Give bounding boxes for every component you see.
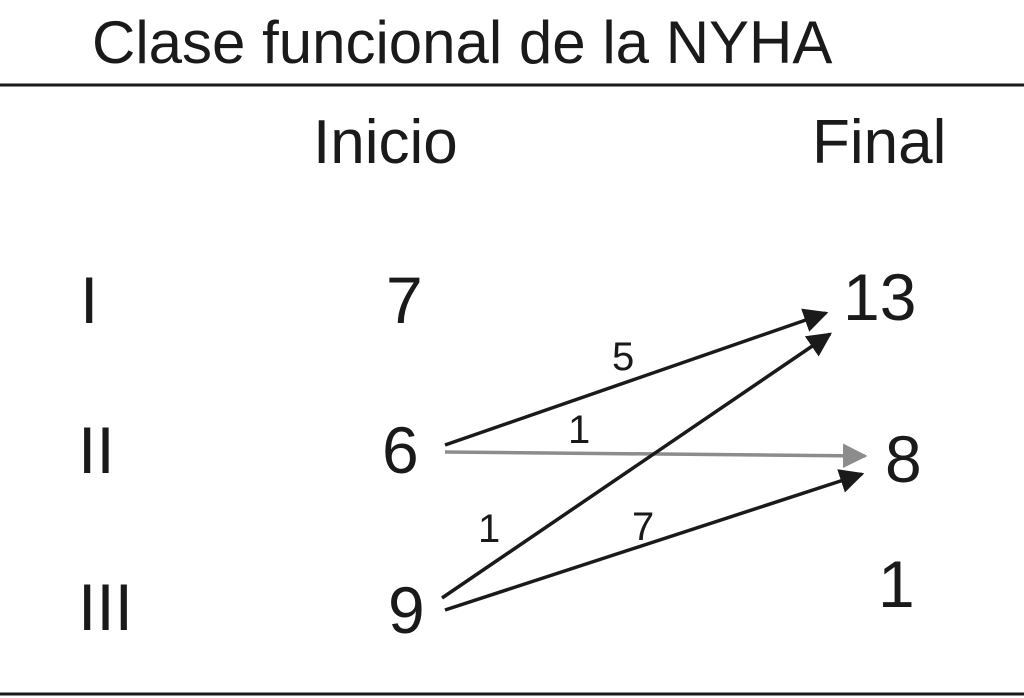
column-header-end: Final xyxy=(812,108,946,177)
transition-arrow xyxy=(444,308,829,447)
row-class-label: III xyxy=(78,570,133,644)
row-class-label: II xyxy=(78,413,115,487)
column-header-start: Inicio xyxy=(313,108,458,177)
start-count: 9 xyxy=(388,573,425,647)
start-count: 6 xyxy=(382,413,419,487)
transition-arrow xyxy=(441,332,833,600)
end-count: 8 xyxy=(885,422,922,496)
transition-count: 5 xyxy=(612,335,634,379)
end-count: 13 xyxy=(843,260,916,334)
row-class-label: I xyxy=(80,263,98,337)
transition-count: 7 xyxy=(632,505,654,549)
transition-arrow xyxy=(444,469,865,612)
transition-count: 1 xyxy=(478,507,500,551)
end-count: 1 xyxy=(878,547,915,621)
transition-count: 1 xyxy=(568,408,590,452)
start-count: 7 xyxy=(386,263,423,337)
diagram-title: Clase funcional de la NYHA xyxy=(92,9,832,76)
